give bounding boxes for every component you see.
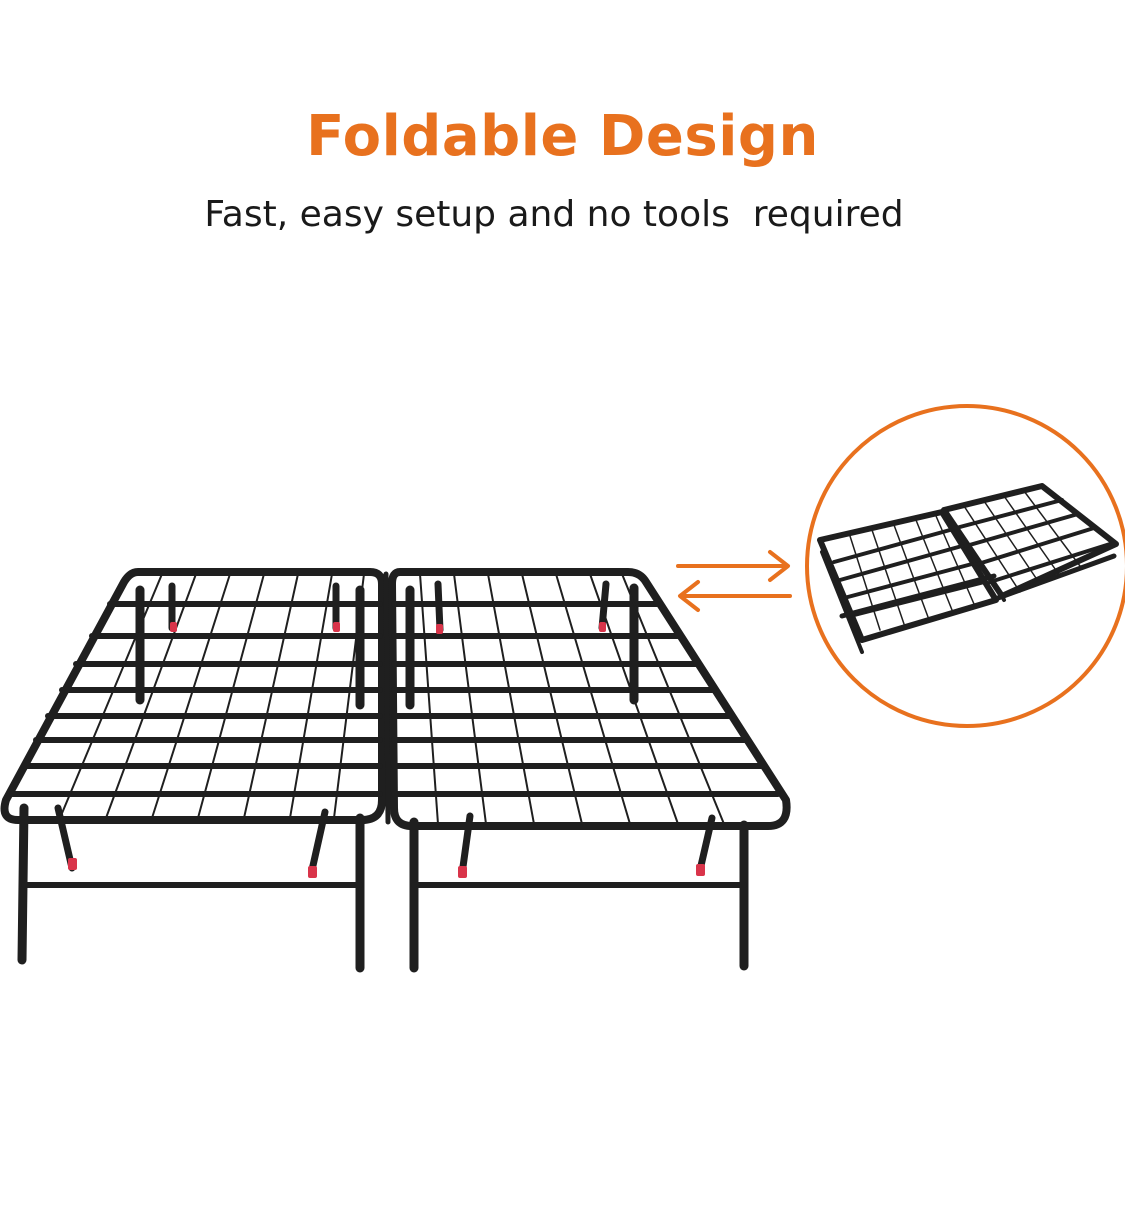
bed-frame-icon <box>0 568 791 973</box>
headline: Foldable Design <box>306 104 819 169</box>
latch-marks <box>68 622 705 878</box>
subheadline: Fast, easy setup and no tools required <box>204 194 904 235</box>
fold-unfold-arrows-icon <box>676 550 792 612</box>
folded-bed-frame-icon <box>817 483 1119 654</box>
